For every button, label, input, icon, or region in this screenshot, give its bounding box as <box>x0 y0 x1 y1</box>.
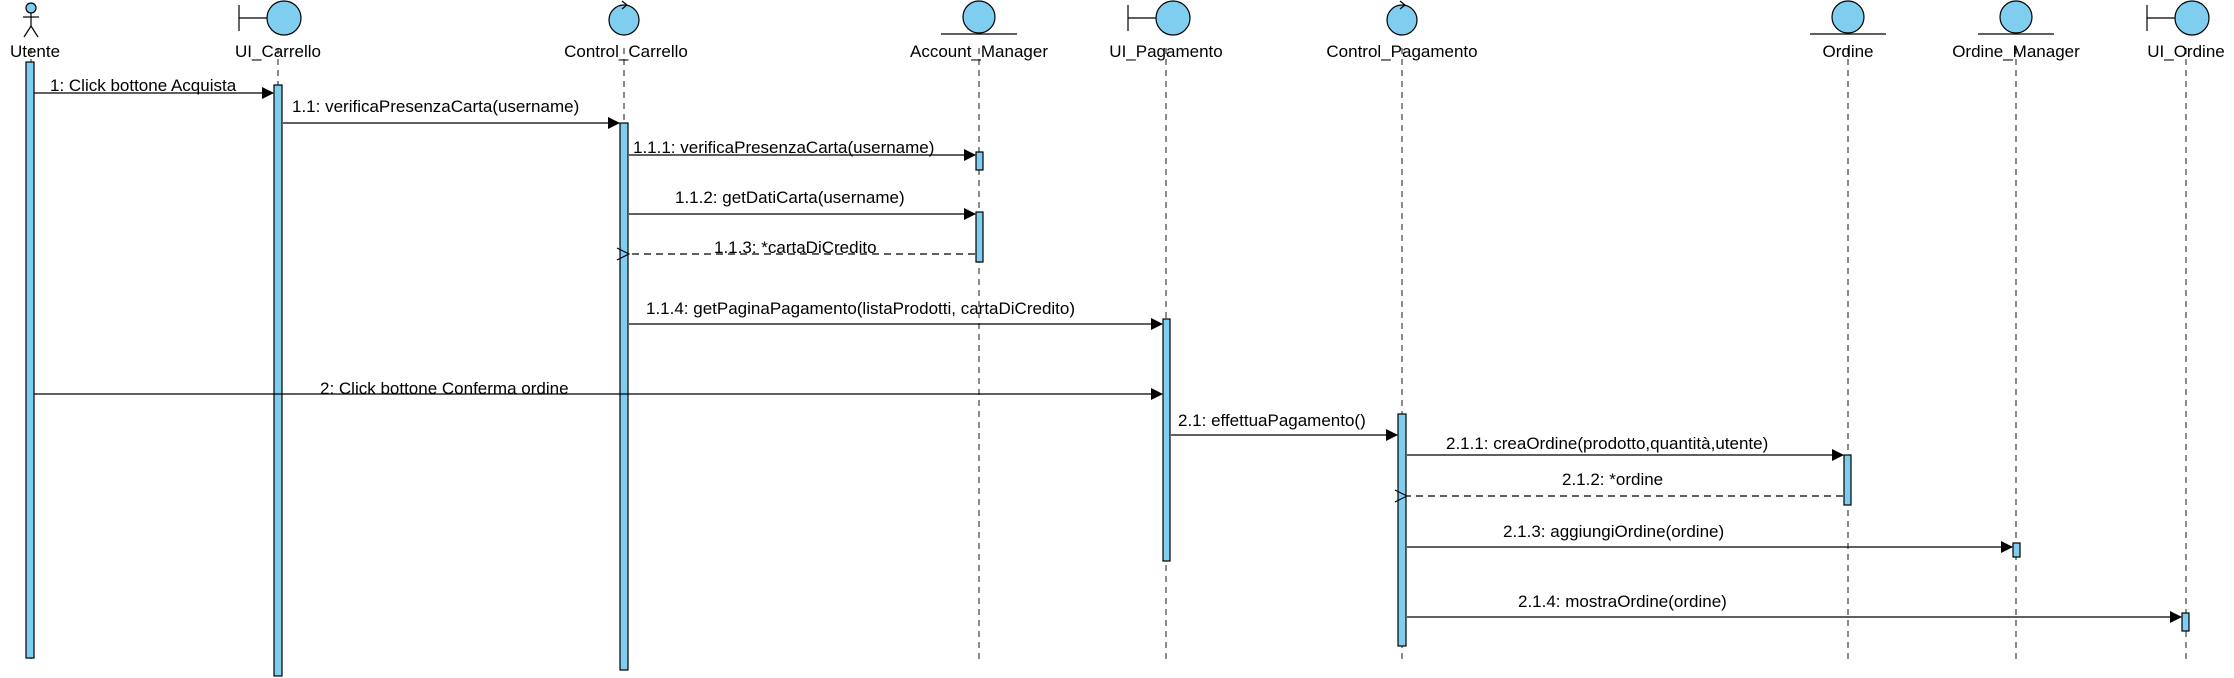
message-label: 2.1.1: creaOrdine(prodotto,quantità,uten… <box>1446 434 1768 453</box>
message-label: 1.1.1: verificaPresenzaCarta(username) <box>633 138 934 157</box>
participant-label-ui-pagamento: UI_Pagamento <box>1109 42 1222 61</box>
activation-bar-ordine-manager <box>2012 542 2021 558</box>
participant-label-control-carrello: Control_Carrello <box>564 42 688 61</box>
boundary-icon <box>238 0 302 36</box>
boundary-icon <box>1127 0 1191 36</box>
participant-label-ui-carrello: UI_Carrello <box>235 42 321 61</box>
message-label: 2.1.2: *ordine <box>1562 470 1663 489</box>
message-arrows <box>34 87 2182 623</box>
activation-bar-control-pagamento <box>1397 413 1407 647</box>
participant-label-account-manager: Account_Manager <box>910 42 1048 61</box>
boundary-icon <box>2146 0 2210 36</box>
activation-bar-account-manager <box>975 151 984 171</box>
entity-icon <box>941 0 1017 35</box>
message-label: 1.1.4: getPaginaPagamento(listaProdotti,… <box>646 299 1075 318</box>
participant-label-utente: Utente <box>10 42 60 61</box>
message-label: 2: Click bottone Conferma ordine <box>320 379 569 398</box>
activation-bar-utente <box>25 61 35 659</box>
activation-bars <box>25 61 2190 677</box>
message-label: 2.1: effettuaPagamento() <box>1178 411 1366 430</box>
participant-label-ordine: Ordine <box>1822 42 1873 61</box>
activation-bar-ui-pagamento <box>1162 318 1171 562</box>
control-icon <box>608 0 640 36</box>
lifelines <box>30 48 2187 676</box>
message-label: 1.1.3: *cartaDiCredito <box>714 238 877 257</box>
message-label: 1: Click bottone Acquista <box>50 76 237 95</box>
entity-icon <box>1978 0 2054 35</box>
participant-labels: Utente UI_Carrello Control_Carrello Acco… <box>10 42 2225 61</box>
control-icon <box>1386 0 1418 36</box>
participant-icons <box>23 0 2210 38</box>
participant-label-ui-ordine: UI_Ordine <box>2147 42 2224 61</box>
message-labels: 1: Click bottone Acquista 1.1: verificaP… <box>50 76 1768 611</box>
activation-bar-ui-carrello <box>273 84 283 677</box>
actor-icon <box>23 2 39 38</box>
activation-bar-control-carrello <box>619 122 629 671</box>
entity-icon <box>1810 0 1886 35</box>
participant-label-ordine-manager: Ordine_Manager <box>1952 42 2080 61</box>
message-label: 2.1.4: mostraOrdine(ordine) <box>1518 592 1727 611</box>
message-label: 1.1: verificaPresenzaCarta(username) <box>292 97 579 116</box>
participant-label-control-pagamento: Control_Pagamento <box>1326 42 1477 61</box>
activation-bar-ordine <box>1843 454 1852 506</box>
message-label: 2.1.3: aggiungiOrdine(ordine) <box>1503 522 1724 541</box>
activation-bar-ui-ordine <box>2181 612 2190 632</box>
message-label: 1.1.2: getDatiCarta(username) <box>675 188 905 207</box>
activation-bar-account-manager <box>975 211 984 263</box>
